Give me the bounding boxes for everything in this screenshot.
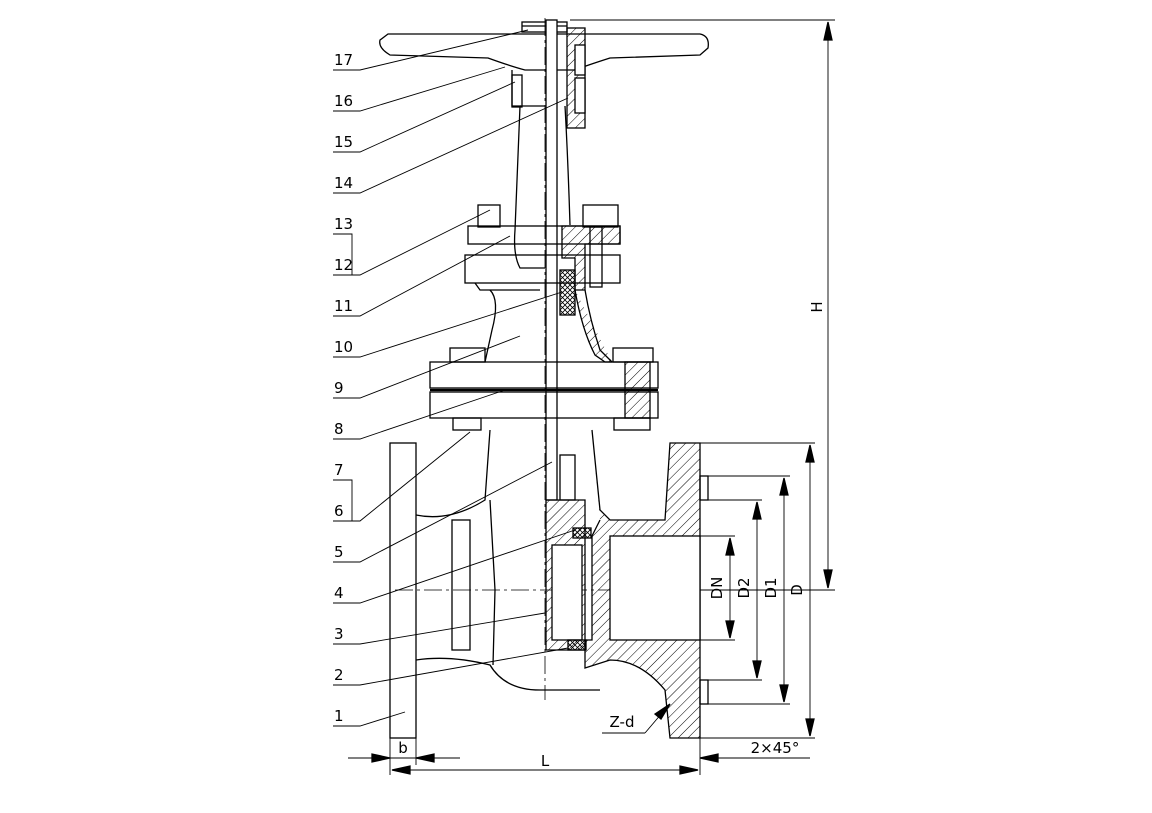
body-left-outline: [415, 429, 491, 518]
right-flange-bore: [699, 475, 709, 501]
handwheel-nut: [521, 21, 568, 33]
part-number-6: 6: [334, 502, 344, 520]
part-number-3: 3: [334, 625, 344, 643]
part-number-4: 4: [334, 584, 344, 602]
packing: [559, 269, 576, 316]
part-number-5: 5: [334, 543, 344, 561]
dimension-d1-label: D1: [762, 577, 780, 598]
body-bolt-right: [612, 347, 654, 363]
gland-bolt-left: [477, 204, 501, 228]
callout-leaders: [333, 29, 576, 727]
part-number-labels: 17 16 15 14 13 12 11 10 9 8 7 6 5 4 3 2 1: [334, 51, 353, 725]
seat-ring-bottom: [567, 639, 587, 651]
part-number-9: 9: [334, 379, 344, 397]
dimension-b-label: b: [398, 739, 408, 757]
valve-stem: [545, 19, 558, 501]
gland-bolt-right: [582, 204, 619, 228]
dimension-dn-label: DN: [708, 577, 726, 600]
dimension-d-label: D: [788, 584, 806, 596]
part-number-11: 11: [334, 297, 353, 315]
part-number-7: 7: [334, 461, 344, 479]
dimension-l-label: L: [541, 752, 550, 770]
yoke: [511, 70, 545, 269]
part-number-15: 15: [334, 133, 353, 151]
part-number-1: 1: [334, 707, 344, 725]
part-number-10: 10: [334, 338, 353, 356]
body-flange-bottom: [429, 391, 659, 419]
dimension-d2-label: D2: [735, 577, 753, 598]
part-number-17: 17: [334, 51, 353, 69]
body-bolt-left: [449, 347, 486, 363]
dimension-h-label: H: [808, 301, 826, 312]
seat-ring-top: [572, 527, 592, 539]
part-number-2: 2: [334, 666, 344, 684]
chamfer-label: 2×45°: [751, 739, 800, 757]
left-flange: [389, 442, 417, 739]
handwheel: [379, 33, 709, 71]
part-number-13: 13: [334, 215, 353, 233]
part-number-8: 8: [334, 420, 344, 438]
part-number-14: 14: [334, 174, 353, 192]
part-number-16: 16: [334, 92, 353, 110]
part-number-12: 12: [334, 256, 353, 274]
bonnet: [484, 289, 497, 363]
bolt-holes-label: Z-d: [610, 713, 635, 731]
